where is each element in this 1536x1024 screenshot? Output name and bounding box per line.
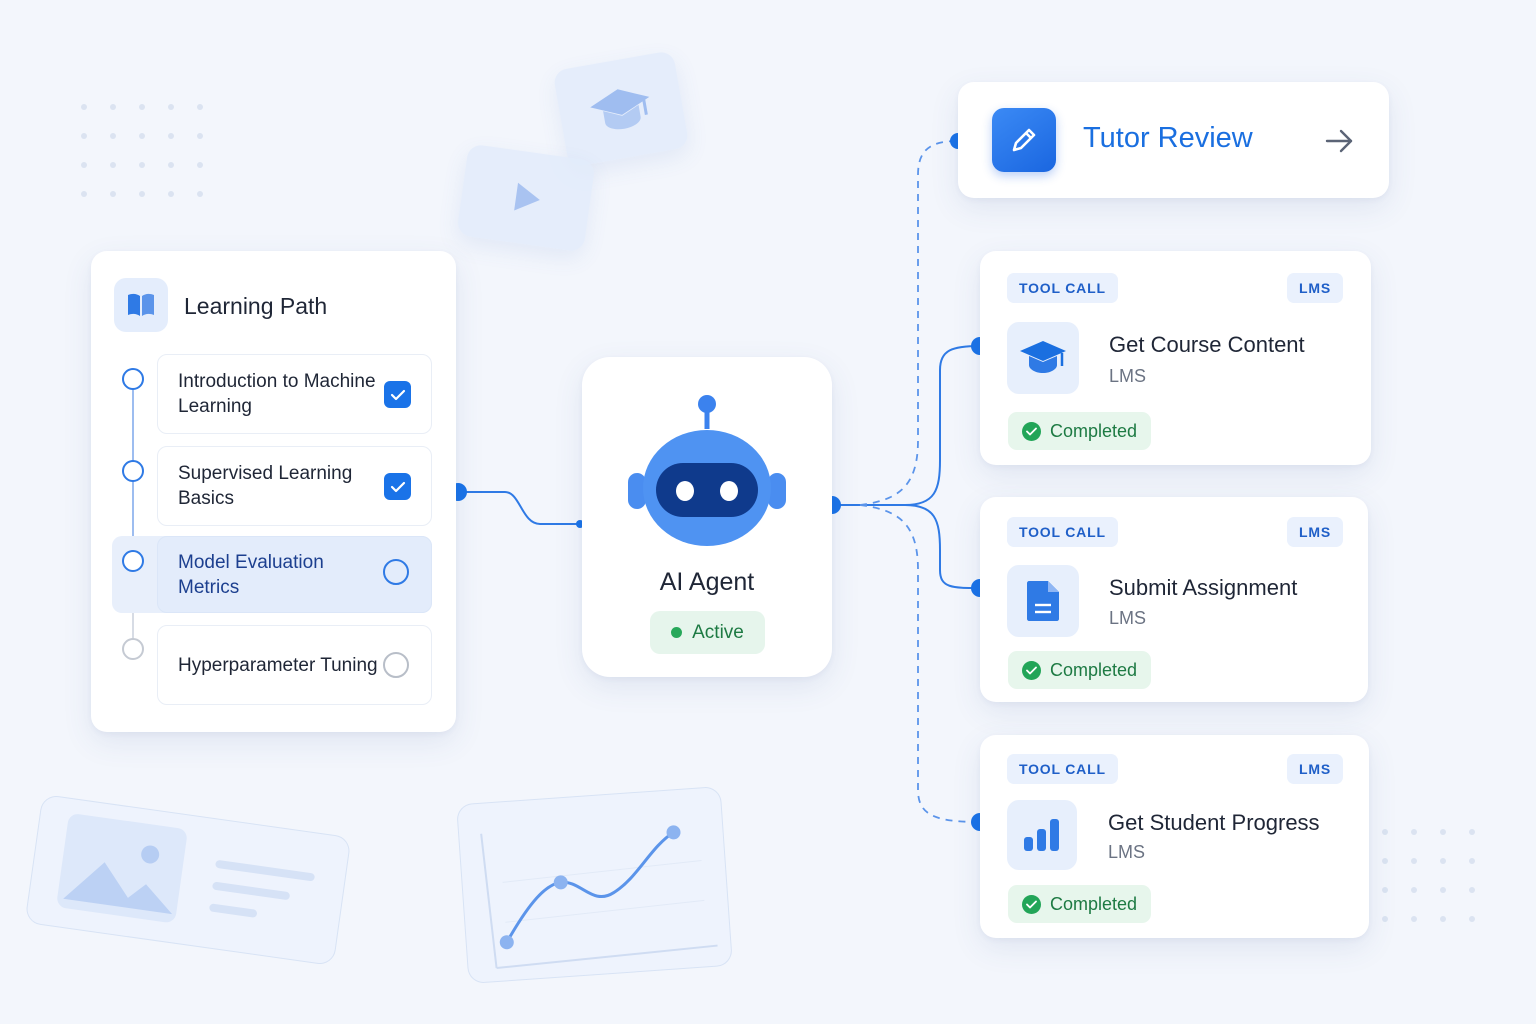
- agent-status-label: Active: [692, 621, 744, 643]
- learning-step-intro-ml[interactable]: Introduction to Machine Learning: [157, 354, 432, 434]
- learning-step-hyperparameter[interactable]: Hyperparameter Tuning: [157, 625, 432, 705]
- timeline-dot-active: [122, 550, 144, 572]
- status-completed-badge: Completed: [1008, 885, 1152, 923]
- learning-path-icon-box: [114, 278, 168, 332]
- step-label: Introduction to Machine Learning: [178, 371, 376, 417]
- floating-chart-card: [456, 785, 733, 985]
- tutor-review-icon-box: [992, 108, 1056, 172]
- arrow-right-icon[interactable]: [1325, 128, 1355, 154]
- graduation-cap-icon: [1020, 341, 1066, 373]
- radio-active-icon[interactable]: [383, 559, 409, 585]
- checkbox-checked-icon[interactable]: [384, 473, 411, 500]
- tool-icon-box: [1007, 322, 1079, 394]
- checkbox-checked-icon[interactable]: [384, 381, 411, 408]
- agent-title: AI Agent: [659, 568, 755, 596]
- play-icon: [514, 182, 540, 211]
- check-circle-icon: [1022, 421, 1041, 441]
- floating-graduation-card: [552, 50, 690, 168]
- learning-step-supervised[interactable]: Supervised Learning Basics: [157, 446, 432, 526]
- status-completed-badge: Completed: [1008, 412, 1152, 450]
- bar-chart-icon: [1024, 819, 1059, 851]
- tutor-review-label: Tutor Review: [1083, 122, 1253, 154]
- tool-icon-box: [1007, 565, 1079, 637]
- step-label: Hyperparameter Tuning: [178, 654, 378, 676]
- system-tag: LMS: [1287, 273, 1343, 303]
- learning-path-title: Learning Path: [184, 293, 328, 319]
- status-label: Completed: [1050, 659, 1138, 680]
- tool-call-tag: TOOL CALL: [1007, 273, 1118, 303]
- status-completed-badge: Completed: [1008, 651, 1152, 689]
- step-label: Supervised Learning Basics: [178, 463, 353, 509]
- book-icon: [128, 293, 154, 316]
- document-icon: [1027, 581, 1059, 621]
- line-chart-icon: [480, 825, 718, 970]
- tool-subtitle: LMS: [1109, 608, 1147, 628]
- status-dot-icon: [671, 627, 683, 638]
- tool-call-tag: TOOL CALL: [1007, 754, 1118, 784]
- decorative-dot-grid-left: [81, 104, 203, 197]
- pencil-icon: [1012, 128, 1036, 152]
- timeline-dot-completed: [122, 460, 144, 482]
- tool-name: Get Course Content: [1109, 332, 1305, 357]
- system-tag: LMS: [1287, 517, 1343, 547]
- graduation-cap-icon: [590, 89, 650, 130]
- floating-image-card: [24, 793, 352, 967]
- image-icon: [63, 845, 173, 915]
- tool-call-tag: TOOL CALL: [1007, 517, 1118, 547]
- learning-step-model-evaluation[interactable]: Model Evaluation Metrics: [157, 536, 432, 613]
- timeline-dot-completed: [122, 368, 144, 390]
- tool-name: Get Student Progress: [1108, 810, 1320, 835]
- tool-name: Submit Assignment: [1109, 575, 1298, 600]
- tool-subtitle: LMS: [1109, 366, 1147, 386]
- check-circle-icon: [1022, 894, 1041, 914]
- agent-status-badge: Active: [650, 611, 765, 654]
- step-label: Model Evaluation Metrics: [178, 551, 324, 598]
- status-label: Completed: [1050, 893, 1138, 914]
- status-label: Completed: [1050, 420, 1138, 441]
- robot-icon: [628, 395, 786, 546]
- system-tag: LMS: [1287, 754, 1343, 784]
- tool-icon-box: [1007, 800, 1077, 870]
- check-circle-icon: [1022, 660, 1041, 680]
- decorative-dot-grid-right: [1382, 829, 1475, 922]
- floating-video-card: [456, 143, 596, 253]
- tool-subtitle: LMS: [1108, 842, 1146, 862]
- radio-pending-icon[interactable]: [383, 652, 409, 678]
- timeline-dot-pending: [122, 638, 144, 660]
